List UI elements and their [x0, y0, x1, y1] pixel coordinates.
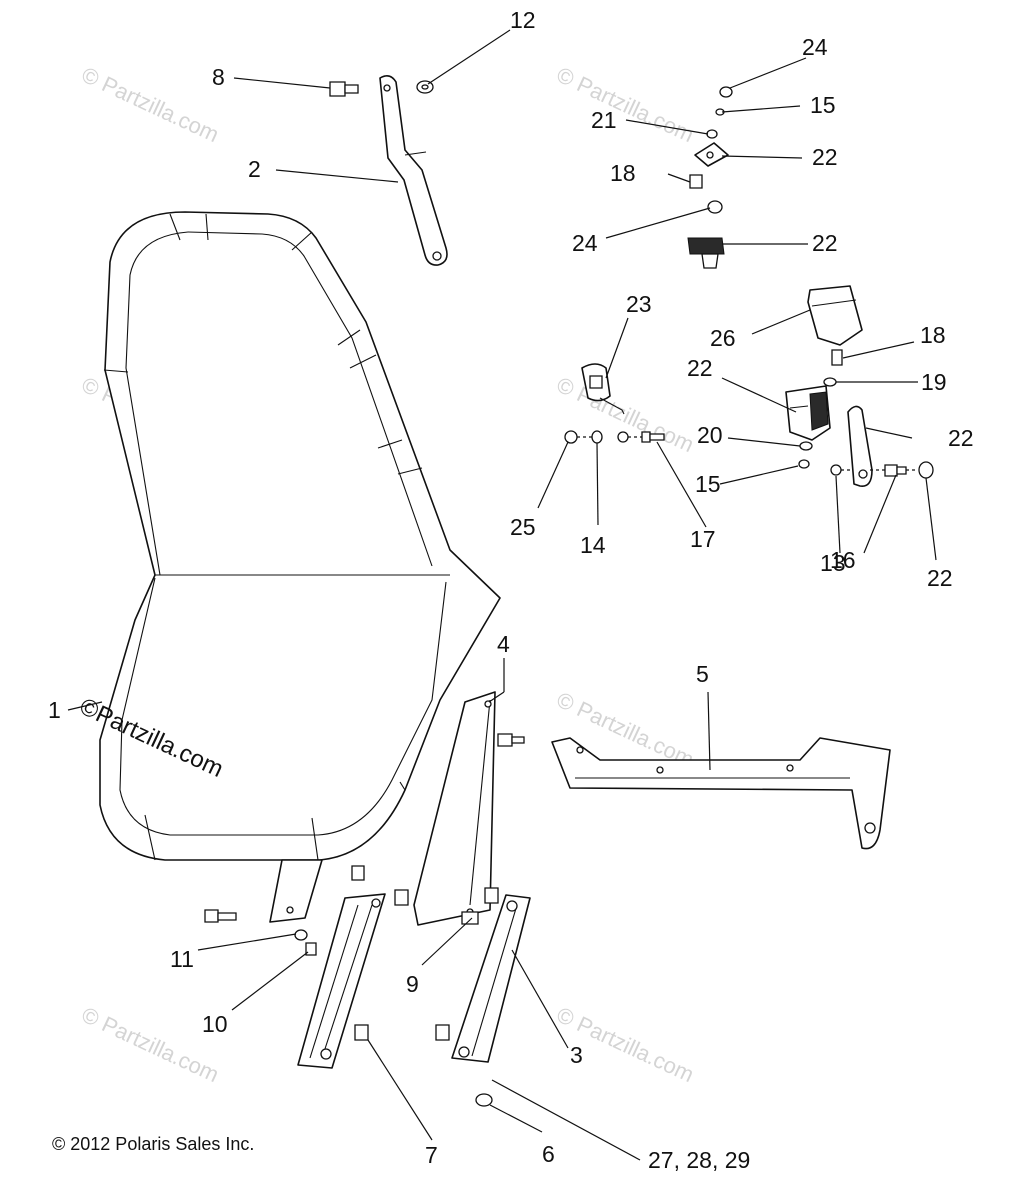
callout-23: 23	[626, 291, 652, 317]
callout-17: 17	[690, 526, 716, 552]
callout-6: 6	[542, 1141, 555, 1167]
belt-anchor-22	[847, 405, 873, 487]
leader-lines	[67, 29, 937, 1161]
callouts: 1 2 3 4 5 6 7 8 9 10 11 12 13 14 15 15 1…	[48, 7, 974, 1173]
upper-bracket-2	[379, 74, 448, 266]
guide-22	[687, 237, 725, 255]
bracket-4	[413, 691, 525, 926]
bolt-shank	[217, 912, 237, 921]
rail-3	[435, 894, 531, 1063]
callout-20: 20	[697, 422, 723, 448]
callout-22d: 22	[948, 425, 974, 451]
screw-10	[305, 942, 317, 956]
callout-16: 16	[830, 547, 856, 573]
callout-7: 7	[425, 1142, 438, 1168]
washer-21	[706, 129, 718, 139]
callout-21: 21	[591, 107, 617, 133]
callout-15a: 15	[810, 92, 836, 118]
anchor-hardware	[798, 441, 934, 479]
callout-22b: 22	[812, 230, 838, 256]
bolt-18	[689, 174, 703, 189]
callout-22a: 22	[812, 144, 838, 170]
retractor-22	[785, 385, 831, 441]
washer-20	[799, 441, 813, 451]
callout-11: 11	[170, 946, 194, 972]
bolt-16	[884, 464, 898, 477]
callout-25: 25	[510, 514, 536, 540]
callout-1: 1	[48, 697, 61, 723]
cap-24	[707, 200, 723, 214]
callout-14: 14	[580, 532, 606, 558]
callout-12: 12	[510, 7, 536, 33]
nut-15	[798, 459, 810, 469]
callout-10: 10	[202, 1011, 228, 1037]
bolt-8	[329, 81, 359, 97]
bolt-17	[641, 431, 651, 443]
bolt	[351, 865, 365, 881]
callout-24a: 24	[802, 34, 828, 60]
rail-7	[297, 893, 386, 1069]
seat-bracket	[269, 859, 323, 923]
nut-6	[475, 1093, 493, 1107]
retractor-cover-26	[807, 285, 863, 346]
callout-2: 2	[248, 156, 261, 182]
bracket-5	[551, 737, 891, 850]
clip	[394, 889, 409, 906]
copyright-notice: © 2012 Polaris Sales Inc.	[52, 1134, 254, 1154]
callout-27-28-29: 27, 28, 29	[648, 1147, 750, 1173]
cap-24	[719, 86, 733, 98]
callout-26: 26	[710, 325, 736, 351]
callout-18a: 18	[610, 160, 636, 186]
watermark: © Partzilla.com	[78, 62, 223, 147]
bolt-9	[461, 911, 479, 925]
buckle-hardware	[564, 430, 665, 444]
cap-22	[918, 461, 934, 479]
callout-8: 8	[212, 64, 225, 90]
washer-11	[294, 929, 308, 941]
buckle-23	[581, 363, 625, 415]
bolt	[204, 909, 219, 923]
nut-13	[830, 464, 842, 476]
callout-3: 3	[570, 1042, 583, 1068]
nut-25	[564, 430, 578, 444]
callout-24b: 24	[572, 230, 598, 256]
callout-5: 5	[696, 661, 709, 687]
callout-19: 19	[921, 369, 947, 395]
seat	[99, 211, 501, 861]
callout-13: 13	[820, 550, 846, 576]
callout-4: 4	[497, 631, 510, 657]
washer-14	[591, 430, 603, 444]
clip	[484, 887, 499, 904]
retractor-bolt	[823, 349, 843, 387]
callout-18b: 18	[920, 322, 946, 348]
watermark: © Partzilla.com	[553, 372, 698, 457]
callout-9: 9	[406, 971, 419, 997]
fasteners	[204, 865, 499, 1107]
callout-22e: 22	[927, 565, 953, 591]
callout-15b: 15	[695, 471, 721, 497]
belt-guide-group	[687, 86, 733, 269]
callout-22c: 22	[687, 355, 713, 381]
watermark: © Partzilla.com	[553, 62, 698, 147]
